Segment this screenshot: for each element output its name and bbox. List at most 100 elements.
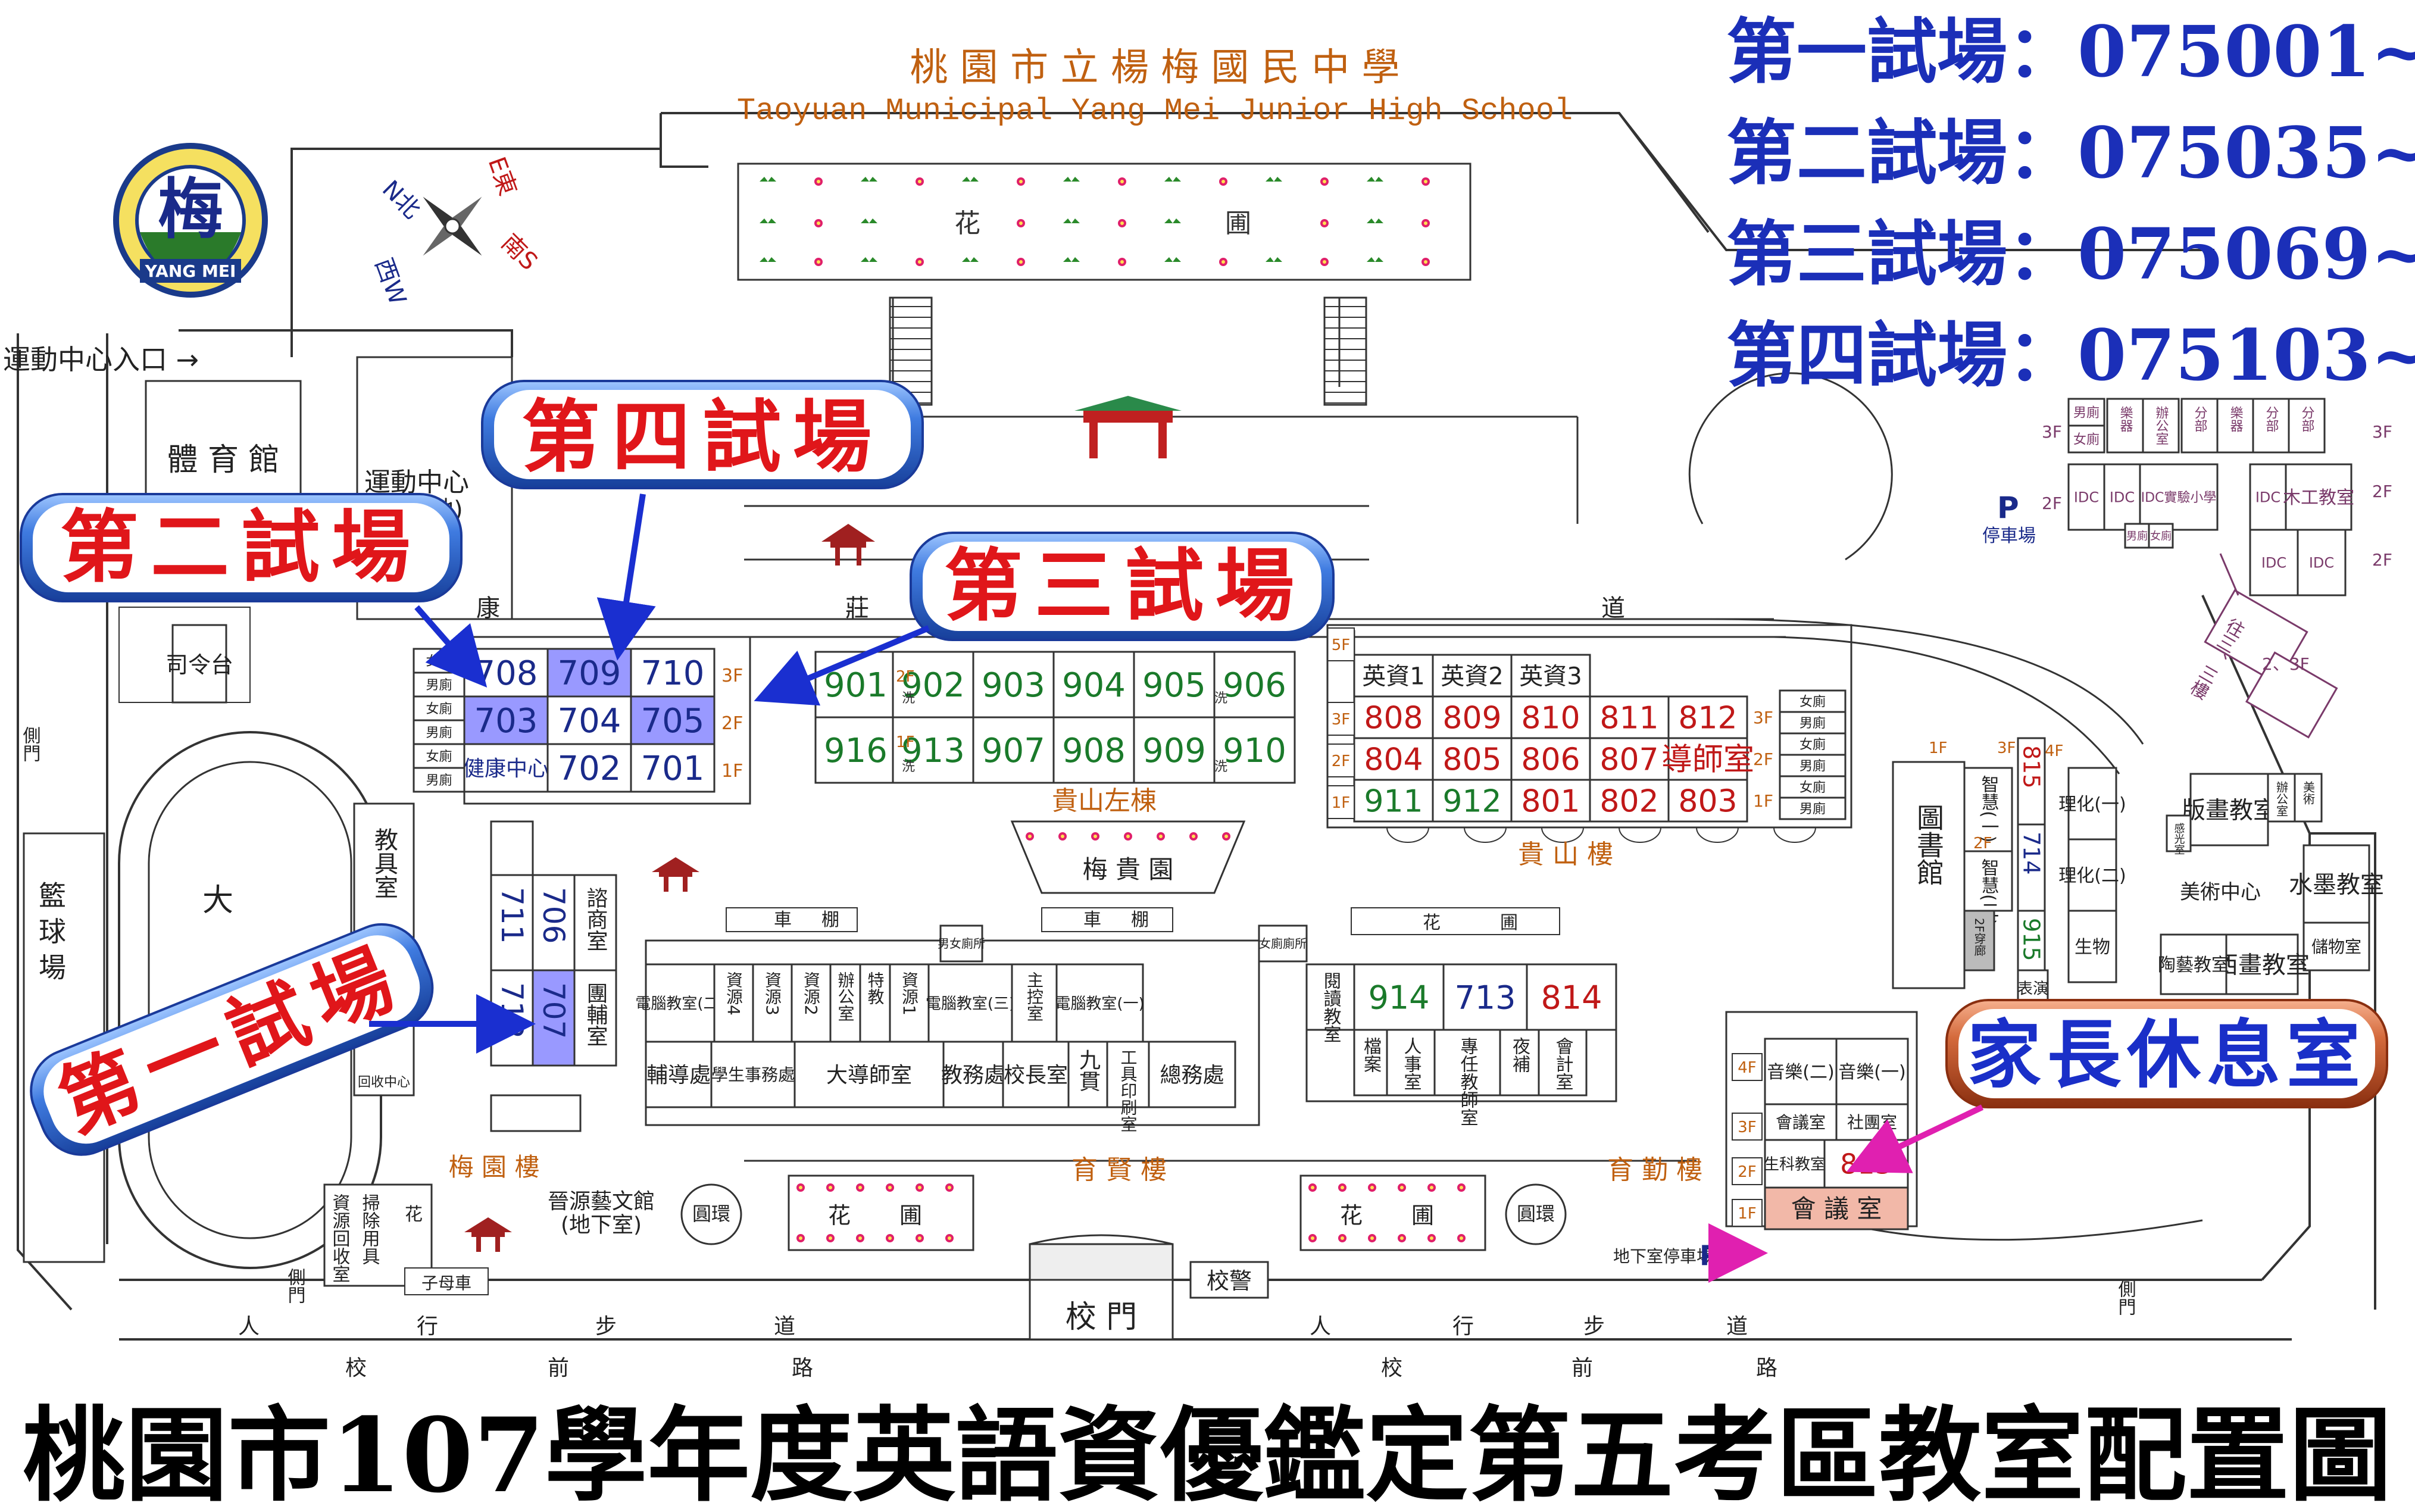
fareast-r3b: 女廁 (2067, 424, 2105, 454)
room-biotech-label: 生科教室 (1764, 1155, 1826, 1173)
toilet-800-0: 女廁 (1779, 689, 1847, 713)
room-導師室-label: 導師室 (1661, 742, 1754, 778)
room-pottery: 陶藝教室 (2158, 933, 2229, 995)
east-wing: 智慧(一)智慧(二)2F穿廊815714915表演理化(一)理化(二)生物版畫教… (1929, 737, 2384, 1007)
sports-entry-label: 運動中心入口 → (3, 343, 199, 376)
garden-bottom1-b: 圃 (899, 1202, 922, 1229)
room-710: 710 (630, 648, 716, 698)
toilet-800-1: 男廁 (1779, 711, 1847, 735)
sports-center-label: 運動中心 (364, 467, 469, 498)
toilet-700-5-label: 男廁 (426, 773, 452, 788)
fareast-r3-5-label: 分部 (2264, 406, 2279, 432)
floor-music-1: 3F (1732, 1113, 1763, 1141)
yuxian-top-3-label: 資源2 (801, 971, 821, 1016)
fareast-idc-5: IDC (2297, 529, 2347, 596)
room-parent-rest-label: 會 議 室 (1791, 1194, 1882, 1223)
fareast-r3-2-label: 辦公室 (2154, 406, 2169, 445)
room-music-1: 音樂(一) (1835, 1038, 1909, 1105)
room-英資2: 英資2 (1432, 654, 1513, 698)
fareast-r3-4-label: 樂器 (2228, 406, 2244, 432)
room-pottery-label: 陶藝教室 (2158, 955, 2229, 976)
callout-parents-arrow (1846, 1104, 1984, 1173)
room-meeting-small-label: 會議室 (1776, 1113, 1826, 1132)
room-music-1-label: 音樂(一) (1838, 1062, 1905, 1083)
road-label-2: 莊 (845, 595, 869, 622)
yuxian-bot-7: 總務處 (1148, 1041, 1236, 1108)
floor-fareast-0: 3F (2042, 422, 2062, 442)
stair-east: 2F穿廊 (1963, 910, 1995, 971)
floor-fareast-1: 2F (2042, 493, 2062, 513)
fareast-idc-4: IDC (2249, 529, 2299, 596)
room-smart-2: 智慧(二) (1963, 850, 2013, 926)
room-909-label: 909 (1142, 732, 1206, 770)
room-901-label: 901 (824, 666, 888, 705)
side-gate-right: 側門 (2115, 1280, 2136, 1316)
room-915-label: 915 (2019, 918, 2045, 961)
room-團輔室: 團輔室 (573, 969, 617, 1067)
yuxian-bot-1: 學生事務處 (710, 1041, 796, 1108)
school-gate: 校 門 校警 (1029, 1234, 1269, 1341)
front-road-l1: 校 (345, 1356, 367, 1380)
floor-700-1: 2F (721, 713, 743, 734)
room-916-label: 916 (824, 732, 888, 770)
room-904: 904 (1052, 651, 1135, 718)
room-photo-label: 感光室 (2173, 823, 2185, 855)
fareast-idc-1: IDC (2067, 463, 2105, 531)
toilet-700-4-label: 女廁 (426, 749, 452, 764)
fareast-r3-6-label: 分部 (2300, 406, 2315, 432)
stairs-meiyuan-bottom (490, 1094, 582, 1132)
room-907-label: 907 (982, 732, 1045, 770)
room-903-label: 903 (982, 666, 1045, 705)
room-702-label: 702 (558, 749, 621, 788)
legend-item-3: 第三試場：075069~075102 (1726, 213, 2415, 295)
floor-800-left-1: 3F (1327, 702, 1355, 736)
toilet-700-2: 女廁 (413, 695, 465, 721)
room-western-label: 西畫教室 (2214, 951, 2310, 979)
side-gate-left: 側門 (20, 726, 41, 762)
floor-music-1-label: 3F (1738, 1119, 1757, 1136)
teaching-tools-label: 教具室 (370, 827, 398, 899)
callout-second-arrow (414, 605, 488, 688)
top-garden-label-1: 花 (954, 208, 980, 239)
bottom-gardens: 花 圃 花 圃 圓環 圓環 (680, 1174, 1567, 1251)
fareast-stair-label-2: 2、3F (2262, 654, 2310, 674)
callout-second: 第二試場 (20, 493, 463, 602)
room-801: 801 (1510, 779, 1591, 823)
floor-music-3-label: 1F (1738, 1205, 1757, 1223)
room-906: 906 (1213, 651, 1296, 718)
room-701-label: 701 (641, 749, 705, 788)
room-904-label: 904 (1062, 666, 1126, 705)
wash-900-0: 洗 (902, 691, 915, 706)
toilet-700-1: 男廁 (413, 671, 465, 698)
room-911: 911 (1353, 779, 1434, 823)
toilet-700-1-label: 男廁 (426, 678, 452, 693)
toilet-800-5: 男廁 (1779, 796, 1847, 820)
room-office-art-label: 辦公室 (2275, 781, 2289, 817)
shed-2: 車 (1083, 910, 1101, 930)
art-center-label: 美術中心 (2180, 880, 2261, 904)
room-812-label: 812 (1678, 701, 1737, 736)
room-708-label: 708 (474, 654, 538, 693)
room-art: 美術 (2294, 773, 2323, 823)
sidewalk-left-2: 行 (417, 1314, 438, 1339)
floor-eastwing-2: 1F (1929, 739, 1948, 757)
room-912-label: 912 (1442, 784, 1501, 820)
room-biology: 生物 (2067, 910, 2117, 983)
fareast-r3-2: 辦公室 (2142, 398, 2180, 454)
fareast-wood-label: 木工教室 (2283, 488, 2354, 508)
podium: 司令台 (118, 607, 251, 704)
room-907: 907 (972, 716, 1055, 784)
room-815: 815 (2017, 737, 2046, 826)
sidewalk-right-4: 道 (1726, 1314, 1748, 1339)
wash-900-3: 洗 (1214, 760, 1227, 774)
meigui-garden-label: 梅 貴 園 (1083, 855, 1174, 884)
yuxian-top-9: 電腦教室(一) (1055, 963, 1145, 1043)
floor-800-left-0: 5F (1327, 627, 1355, 661)
toilet-800-3-label: 男廁 (1799, 759, 1826, 774)
front-road-l3: 路 (792, 1356, 813, 1380)
yuxian-top-5-label: 特教 (866, 971, 885, 1005)
room-英資1-label: 英資1 (1362, 663, 1424, 690)
school-logo: 梅 YANG MEI (113, 143, 268, 298)
